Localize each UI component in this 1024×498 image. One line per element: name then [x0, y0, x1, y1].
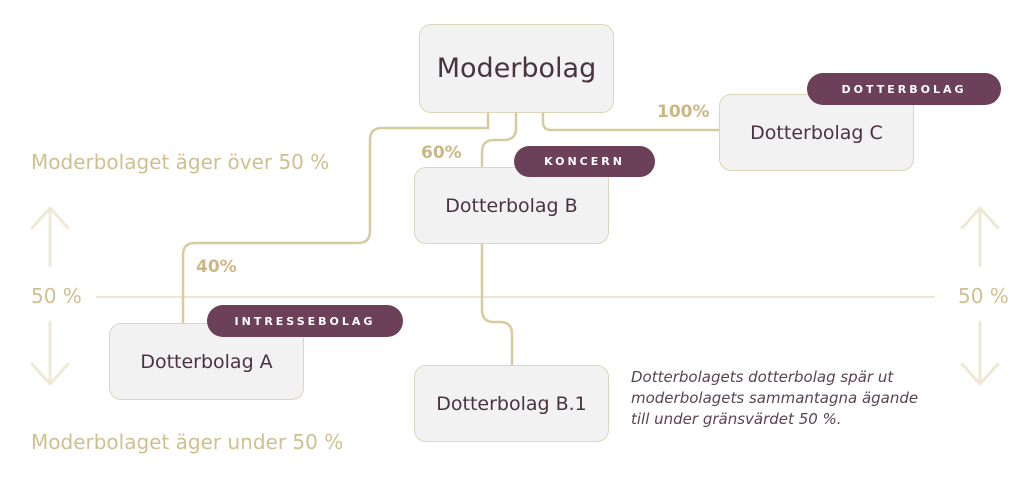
connector-to-sub-c: [541, 112, 720, 132]
node-dotterbolag-a: Dotterbolag A: [109, 323, 304, 400]
ownership-label-c: 100%: [657, 102, 710, 122]
arrow-up-icon: [30, 206, 70, 268]
connector-to-sub-a: [181, 112, 490, 325]
connector-to-sub-b1: [480, 244, 514, 366]
threshold-label-right: 50 %: [958, 284, 1009, 308]
arrow-up-icon: [960, 206, 1000, 268]
node-moderbolag: Moderbolag: [419, 24, 614, 113]
label-above-threshold: Moderbolaget äger över 50 %: [31, 150, 330, 174]
arrow-down-icon: [960, 320, 1000, 386]
node-dotterbolag-b: Dotterbolag B: [414, 167, 609, 244]
badge-intressebolag: INTRESSEBOLAG: [207, 305, 403, 337]
ownership-label-b: 60%: [421, 143, 462, 163]
explanatory-note: Dotterbolagets dotterbolag spär ut moder…: [631, 367, 918, 430]
node-dotterbolag-c: Dotterbolag C: [719, 94, 914, 171]
badge-koncern: KONCERN: [514, 146, 655, 177]
ownership-label-a: 40%: [196, 257, 237, 277]
label-below-threshold: Moderbolaget äger under 50 %: [31, 430, 344, 454]
connector-to-sub-b: [480, 112, 518, 168]
node-dotterbolag-b1: Dotterbolag B.1: [414, 365, 609, 442]
note-line: till under gränsvärdet 50 %.: [631, 410, 842, 428]
arrow-down-icon: [30, 320, 70, 386]
badge-dotterbolag: DOTTERBOLAG: [807, 73, 1001, 105]
threshold-label-left: 50 %: [31, 284, 82, 308]
note-line: moderbolagets sammantagna ägande: [631, 389, 919, 407]
note-line: Dotterbolagets dotterbolag spär ut: [631, 368, 894, 386]
